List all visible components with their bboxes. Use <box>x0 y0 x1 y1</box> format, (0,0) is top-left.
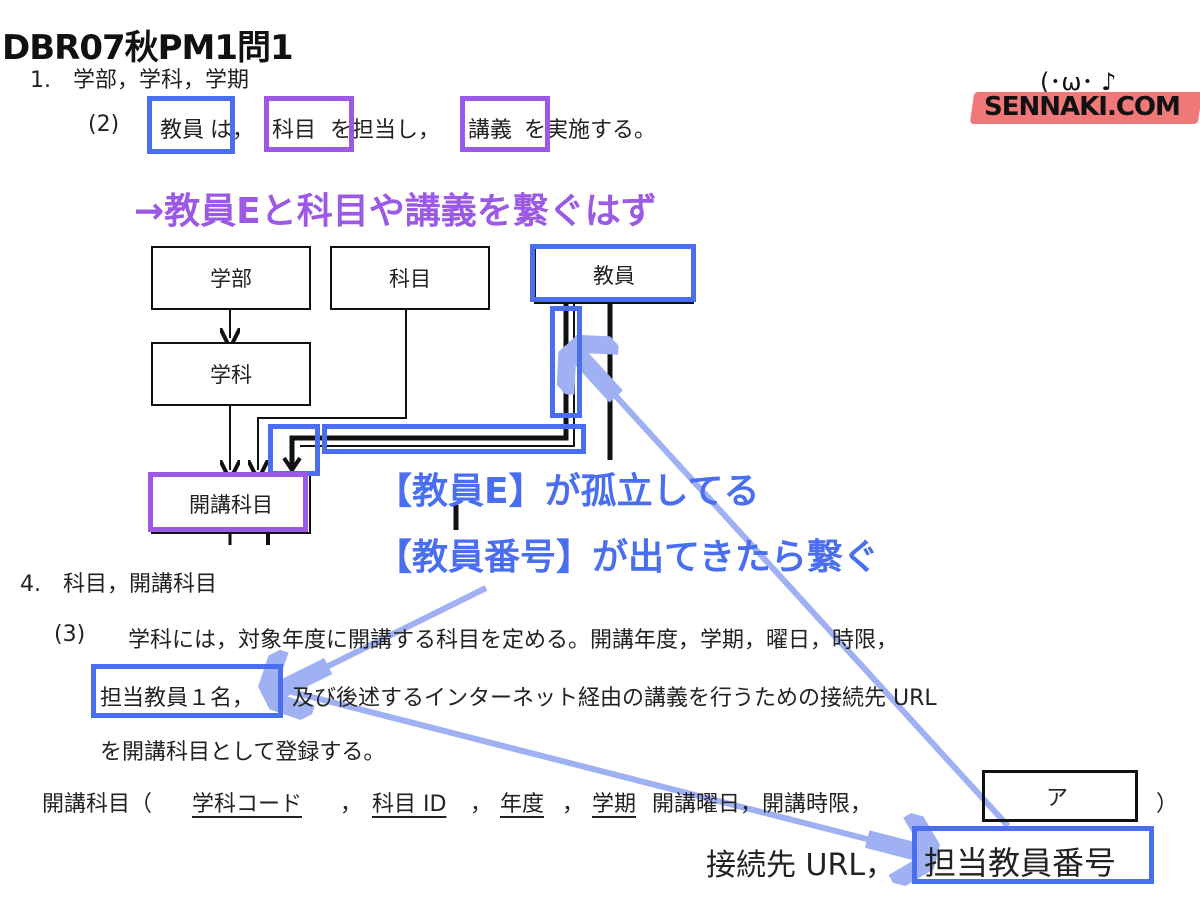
entity-subject: 科目 <box>330 246 490 310</box>
highlight-assigned-teacher <box>91 664 283 718</box>
section4-line2-rest: 及び後述するインターネット経由の講義を行うための接続先 URL <box>292 686 937 711</box>
highlight-answer <box>912 826 1154 884</box>
entity-faculty: 学部 <box>151 246 311 310</box>
section1-part-lecture: 講義 <box>468 118 513 143</box>
highlight-teacher-line-vertical <box>550 306 582 418</box>
highlight-teacher-line-horizontal <box>322 424 586 454</box>
section4-line1: 学科には，対象年度に開講する科目を定める。開講年度，学期，曜日，時限， <box>128 628 899 653</box>
section1-item-number: (2) <box>88 112 120 137</box>
section1-part-tanto: を担当し， <box>330 118 441 143</box>
section4-heading: 4. 科目，開講科目 <box>20 572 217 597</box>
highlight-course-offering <box>148 472 308 532</box>
schema-attr-term: 学期 <box>592 792 637 817</box>
highlight-teacher-arrowhead <box>268 424 320 476</box>
blank-label: ア <box>1046 786 1069 811</box>
section4-item-number: (3) <box>54 622 86 647</box>
highlight-teacher <box>147 96 235 154</box>
page-title: DBR07秋PM1問1 <box>2 28 294 68</box>
answer-highlight: 担当教員番号 <box>924 844 1117 882</box>
highlight-subject <box>264 96 354 152</box>
schema-close: ） <box>1156 792 1179 817</box>
section4-line2-highlight: 担当教員１名， <box>100 686 255 711</box>
entity-course-offering: 開講科目 <box>151 474 311 534</box>
annotation-top: →教員Eと科目や講義を繋ぐはず <box>134 191 657 232</box>
highlight-teacher-entity <box>530 244 696 302</box>
logo-face-icon: (･ω･ ♪ <box>1040 68 1117 96</box>
section4-line3: を開講科目として登録する。 <box>100 740 386 765</box>
section1-part-subject: 科目 <box>272 118 317 143</box>
schema-sep-3: ， <box>562 792 585 817</box>
highlight-lecture <box>460 96 550 152</box>
answer-prefix: 接続先 URL， <box>706 848 896 883</box>
section1-heading: 1. 学部，学科，学期 <box>30 68 249 93</box>
blank-answer-box[interactable] <box>982 770 1138 822</box>
entity-department: 学科 <box>151 342 311 406</box>
site-logo[interactable]: SENNAKI.COM <box>969 90 1200 126</box>
schema-attr-year: 年度 <box>500 792 545 817</box>
schema-attr-subject-id: 科目 ID <box>372 792 447 817</box>
logo-text: SENNAKI.COM <box>984 92 1181 122</box>
schema-attr-dept-code: 学科コード <box>192 792 303 817</box>
section1-part-teacher: 教員 <box>160 118 205 143</box>
schema-sep-2: ， <box>470 792 493 817</box>
schema-rest: 開講曜日，開講時限， <box>652 792 873 817</box>
annotation-isolated: 【教員E】が孤立してる <box>376 471 760 512</box>
annotation-connect: 【教員番号】が出てきたら繋ぐ <box>376 537 879 578</box>
schema-sep-1: ， <box>340 792 363 817</box>
schema-name: 開講科目（ <box>42 792 153 817</box>
